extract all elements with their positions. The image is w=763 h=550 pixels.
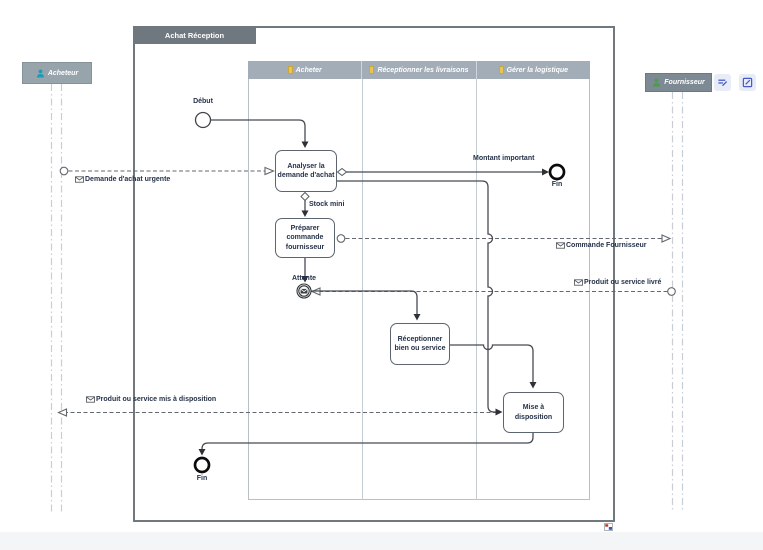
- lane-label: Gérer la logistique: [506, 66, 569, 74]
- canvas-bottom-edge: [0, 532, 763, 550]
- person-icon: [36, 68, 44, 78]
- conditional-diamond-montant: [336, 167, 348, 177]
- arrowhead-preparer-to-attente: [301, 276, 309, 283]
- edit-box-icon: [742, 77, 753, 88]
- message-arrow-dispo: [57, 408, 68, 417]
- flow-analyser-to-mise[interactable]: [337, 180, 498, 413]
- arrowhead-analyser-to-preparer: [301, 210, 309, 217]
- lane-header-gerer[interactable]: Gérer la logistique: [476, 61, 590, 79]
- edit-list-button[interactable]: [714, 74, 731, 91]
- pool-title-tab[interactable]: Achat Réception: [133, 26, 256, 44]
- lane-header-acheter[interactable]: Acheter: [248, 61, 363, 79]
- task-label: Préparer commande fournisseur: [285, 225, 325, 251]
- participant-fournisseur[interactable]: Fournisseur: [645, 73, 712, 92]
- arrowhead-start-to-analyser: [301, 141, 309, 148]
- message-label: Commande Fournisseur: [566, 242, 647, 249]
- arrowhead-receptionner-to-mise: [529, 382, 537, 389]
- participant-label: Acheteur: [47, 69, 79, 77]
- label-stock-mini: Stock mini: [309, 201, 345, 208]
- label-fin-bottom: Fin: [196, 475, 208, 482]
- arrowhead-analyser-to-fin: [542, 168, 549, 176]
- label-produit-mis-a-disposition: Produit ou service mis à disposition: [86, 396, 216, 403]
- message-arrow-demande: [264, 166, 275, 176]
- arrowhead-attente-to-receptionner: [413, 314, 421, 321]
- lane-header-receptionner[interactable]: Réceptionner les livraisons: [362, 61, 477, 79]
- task-receptionner[interactable]: Réceptionner bien ou service: [390, 323, 450, 365]
- conditional-diamond-stock: [300, 191, 310, 202]
- task-preparer[interactable]: Préparer commande fournisseur: [275, 218, 335, 258]
- lane-marker-icon: [287, 66, 293, 74]
- end-event-top[interactable]: [548, 163, 566, 181]
- flow-mise-to-fin[interactable]: [201, 433, 534, 451]
- edit-list-icon: [718, 79, 728, 87]
- lane-separator-2: [476, 79, 477, 500]
- label-commande-fournisseur: Commande Fournisseur: [556, 242, 647, 249]
- flow-attente-to-receptionner[interactable]: [311, 290, 418, 316]
- envelope-icon: [574, 279, 583, 286]
- lane-label: Acheter: [295, 66, 322, 74]
- message-label: Produit ou service livré: [584, 279, 662, 286]
- label-attente: Attente: [291, 275, 317, 282]
- envelope-icon: [556, 242, 565, 249]
- message-source-circle-commande: [336, 234, 346, 243]
- person-icon: [653, 78, 661, 87]
- task-label: Réceptionner bien ou service: [394, 335, 446, 352]
- label-demande-achat-urgente: Demande d'achat urgente: [75, 176, 170, 183]
- message-label: Produit ou service mis à disposition: [96, 396, 217, 403]
- lane-header-row: Acheter Réceptionner les livraisons Gére…: [248, 61, 590, 79]
- task-mise-a-disposition[interactable]: Mise à disposition: [503, 392, 564, 433]
- task-label: Analyser la demande d'achat: [277, 162, 335, 179]
- task-label: Mise à disposition: [514, 404, 553, 421]
- arrowhead-analyser-to-mise: [495, 408, 503, 416]
- arrowhead-mise-to-fin: [198, 449, 206, 456]
- lane-marker-icon: [498, 66, 504, 74]
- edit-button[interactable]: [739, 74, 756, 91]
- end-event-bottom[interactable]: [193, 456, 211, 474]
- label-debut: Début: [193, 98, 213, 105]
- wait-message-event[interactable]: [296, 283, 312, 299]
- lane-marker-icon: [369, 66, 375, 74]
- message-source-circle-demande: [59, 166, 69, 176]
- lane-separator-1: [362, 79, 363, 500]
- participant-acheteur[interactable]: Acheteur: [22, 62, 92, 84]
- label-fin-top: Fin: [551, 181, 563, 188]
- flow-receptionner-to-mise[interactable]: [450, 344, 534, 384]
- start-event[interactable]: [194, 111, 212, 129]
- message-arrow-commande: [661, 234, 672, 243]
- envelope-icon: [75, 176, 84, 183]
- envelope-icon: [86, 396, 95, 403]
- label-produit-livre: Produit ou service livré: [574, 279, 661, 286]
- task-analyser[interactable]: Analyser la demande d'achat: [275, 150, 337, 192]
- corner-marker-icon[interactable]: [604, 523, 613, 531]
- pool-achat-reception[interactable]: [133, 26, 615, 522]
- flow-start-to-analyser[interactable]: [211, 119, 306, 144]
- message-source-circle-livre: [667, 287, 676, 296]
- pool-title: Achat Réception: [164, 30, 225, 40]
- participant-label: Fournisseur: [664, 79, 705, 86]
- label-montant-important: Montant important: [473, 155, 535, 162]
- message-label: Demande d'achat urgente: [85, 176, 171, 183]
- lane-label: Réceptionner les livraisons: [377, 66, 469, 74]
